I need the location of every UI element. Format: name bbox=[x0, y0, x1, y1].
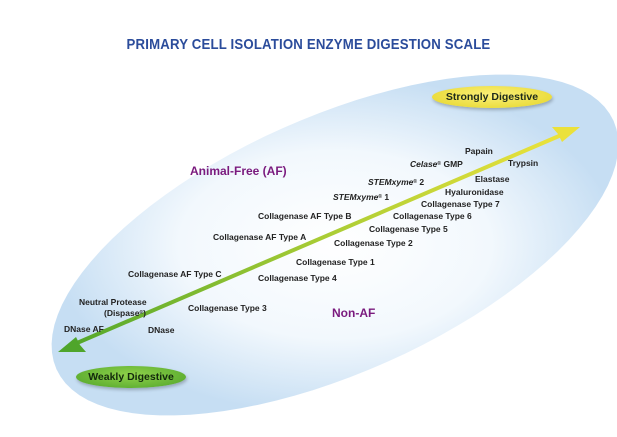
weakly-digestive-badge: Weakly Digestive bbox=[76, 366, 186, 388]
enzyme-collagenase-type-2: Collagenase Type 2 bbox=[334, 238, 413, 248]
enzyme-hyaluronidase: Hyaluronidase bbox=[445, 187, 504, 197]
non-af-heading: Non-AF bbox=[332, 306, 376, 320]
enzyme-papain: Papain bbox=[465, 146, 493, 156]
enzyme-dispase: (Dispase®) bbox=[104, 308, 146, 318]
enzyme-collagenase-type-7: Collagenase Type 7 bbox=[421, 199, 500, 209]
enzyme-collagenase-af-type-a: Collagenase AF Type A bbox=[213, 232, 307, 242]
enzyme-elastase: Elastase bbox=[475, 174, 510, 184]
enzyme-collagenase-type-5: Collagenase Type 5 bbox=[369, 224, 448, 234]
enzyme-collagenase-af-type-b: Collagenase AF Type B bbox=[258, 211, 352, 221]
enzyme-collagenase-type-1: Collagenase Type 1 bbox=[296, 257, 375, 267]
close-paren: ) bbox=[143, 308, 146, 318]
enzyme-dnase-af: DNase AF bbox=[64, 324, 104, 334]
dispase-name: (Dispase bbox=[104, 308, 140, 318]
animal-free-heading: Animal-Free (AF) bbox=[190, 164, 287, 178]
enzyme-dnase: DNase bbox=[148, 325, 175, 335]
enzyme-collagenase-af-type-c: Collagenase AF Type C bbox=[128, 269, 222, 279]
page-title: PRIMARY CELL ISOLATION ENZYME DIGESTION … bbox=[126, 36, 491, 53]
registered-mark: ® bbox=[378, 194, 383, 200]
enzyme-collagenase-type-4: Collagenase Type 4 bbox=[258, 273, 337, 283]
enzyme-neutral-protease: Neutral Protease bbox=[79, 297, 147, 307]
enzyme-stemxyme-1: STEMxyme® 1 bbox=[333, 192, 389, 202]
enzyme-collagenase-type-6: Collagenase Type 6 bbox=[393, 211, 472, 221]
registered-mark: ® bbox=[139, 310, 144, 316]
registered-mark: ® bbox=[437, 161, 442, 167]
enzyme-stemxyme-2: STEMxyme® 2 bbox=[368, 177, 424, 187]
background-ellipse bbox=[51, 74, 617, 416]
stemxyme1-name: STEMxyme bbox=[333, 192, 379, 202]
stemxyme2-name: STEMxyme bbox=[368, 177, 414, 187]
enzyme-collagenase-type-3: Collagenase Type 3 bbox=[188, 303, 267, 313]
stemxyme2-suffix: 2 bbox=[419, 177, 425, 187]
strongly-digestive-badge: Strongly Digestive bbox=[432, 86, 552, 108]
celase-suffix: GMP bbox=[443, 159, 463, 169]
enzyme-trypsin: Trypsin bbox=[508, 158, 539, 168]
registered-mark: ® bbox=[413, 179, 418, 185]
celase-name: Celase bbox=[410, 159, 438, 169]
arrow-head-high bbox=[552, 127, 580, 142]
arrow-head-low bbox=[58, 337, 86, 352]
enzyme-celase-gmp: Celase® GMP bbox=[410, 159, 463, 169]
stemxyme1-suffix: 1 bbox=[384, 192, 390, 202]
digestion-arrow-shaft bbox=[69, 131, 567, 348]
